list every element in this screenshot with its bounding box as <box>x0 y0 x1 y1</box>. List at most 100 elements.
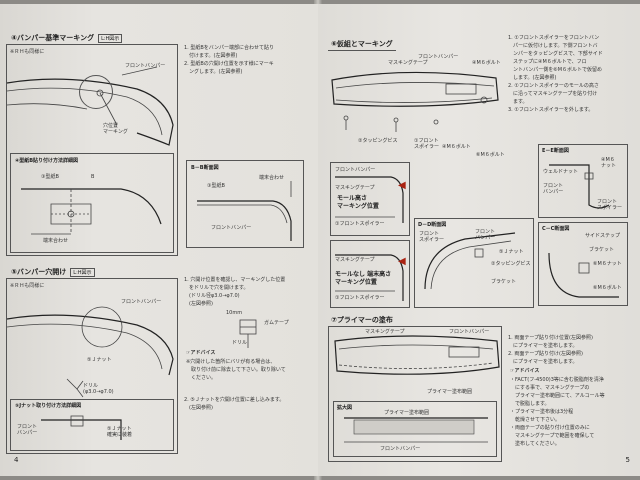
cc-m6-nut-label: ⑥M６ナット <box>593 261 622 267</box>
zoom-title: 拡大図 <box>337 405 353 411</box>
assembly-drawing <box>331 71 499 132</box>
lh-tag: L:H図示 <box>98 34 123 43</box>
drilling-steps: 1. 穴開け位置を確認し、マーキングした位置 をドリルで穴を開けます。 (ドリル… <box>184 277 286 307</box>
fitting-label: 確実に装着 <box>107 432 133 438</box>
primer-area-label: プライマー塗布範囲 <box>427 389 473 395</box>
tape-drill-drawing <box>239 319 257 348</box>
jnut-drawing <box>41 415 122 440</box>
assembly-steps: 1. ①フロントスポイラーをフロントバン パーに仮付けします。下側フロントバ ン… <box>508 35 603 113</box>
mold-none-masking-label: マスキングテープ <box>335 257 375 263</box>
dd-fb-label: フロント <box>475 229 496 235</box>
left-page-number: 4 <box>14 456 19 464</box>
arrow-icon-2: ◀ <box>398 256 406 267</box>
primer-advice-label: ☞アドバイス <box>510 368 540 374</box>
primer-bumper-drawing <box>334 335 500 375</box>
ee-spoiler-label: スポイラー <box>597 205 623 211</box>
spoiler-label-2: スポイラー <box>414 144 440 150</box>
side-step-label: サイドステップ <box>585 233 621 239</box>
template-b-detail: ④型紙B貼り付け方法詳細図 ③型紙B B 端末合わせ <box>10 153 174 253</box>
cc-m6-bolt-label: ⑥M６ボルト <box>593 285 622 291</box>
d-d-section-figure: D－D断面図 フロント スポイラー フロント バンパー ⑤Ｊナット ②タッピング… <box>414 218 534 308</box>
bumper-marking-figure: ※ＲＨも同様に フロントバンパー 穴位置 マーキング ④型紙B貼り付け方法詳細図… <box>6 44 178 256</box>
mold-fs-label: ①フロントスポイラー <box>335 221 385 227</box>
tapping-screw-label: ②タッピングビス <box>358 138 398 144</box>
mold-masking-label: マスキングテープ <box>335 185 375 191</box>
m6-bolt-label: ④M６ボルト <box>472 60 501 66</box>
drill-label-2: ドリル <box>232 340 248 346</box>
mold-none-fs-label: ①フロントスポイラー <box>335 295 385 301</box>
cc-drawing <box>548 252 619 298</box>
ee-drawing <box>549 164 610 209</box>
dd-jnut-label: ⑤Ｊナット <box>499 249 524 255</box>
mold-fb-label: フロントバンパー <box>335 167 376 173</box>
mold-none-drawing <box>335 254 404 301</box>
bumper-drawing <box>6 66 174 146</box>
b-b-section-figure: B－B断面図 ③型紙B 端末合わせ フロントバンパー <box>186 160 304 248</box>
rh-note-2: ※ＲＨも同様に <box>10 283 45 289</box>
primer-zoom-figure: 拡大図 プライマー塗布範囲 フロントバンパー <box>333 401 497 457</box>
primer-masking-label: マスキングテープ <box>365 329 405 335</box>
jnut-detail-title: ⑤Jナット取り付け方法詳細図 <box>15 403 82 409</box>
e-e-section-figure: E－E断面図 ④M６ ナット ウェルドナット フロント バンパー フロント スポ… <box>538 144 628 218</box>
marking-position-label-2: マーキング位置 <box>335 279 377 286</box>
lh-tag-2: L:H図示 <box>70 268 95 277</box>
rh-note: ※ＲＨも同様に <box>10 49 45 55</box>
assembly-marking-title: ⑥仮組とマーキング <box>328 38 396 51</box>
front-bumper-label-2: フロントバンパー <box>121 299 162 305</box>
front-bumper-label-r: フロントバンパー <box>418 54 459 60</box>
primer-area-label-2: プライマー塗布範囲 <box>384 410 430 416</box>
jnut-label: ⑤Ｊナット <box>87 357 112 363</box>
hole-position-label: 穴位置 <box>103 123 119 129</box>
advice-icon: ☞ <box>186 350 191 356</box>
dd-bumper-label: バンパー <box>475 235 496 241</box>
marking-label: マーキング <box>103 129 128 135</box>
front-label: フロント <box>17 424 38 430</box>
drilling-advice: ※穴開けした箇所にバリが有る場合は、 取り付け前に除去して下さい。取り除いて く… <box>186 359 286 381</box>
advice-icon-2: ☞ <box>510 368 515 374</box>
dd-title: D－D断面図 <box>418 222 447 228</box>
ee-bumper-label: バンパー <box>543 189 564 195</box>
mold-none-figure: マスキングテープ モールなし 端末高さ マーキング位置 ①フロントスポイラー <box>330 240 410 308</box>
bumper-label: バンパー <box>17 430 38 436</box>
gum-tape-label: ガムテープ <box>264 320 289 326</box>
detail-title: ④型紙B貼り付け方法詳細図 <box>15 158 79 164</box>
front-bumper-label: フロントバンパー <box>125 63 166 69</box>
advice-label: ☞アドバイス <box>186 350 216 356</box>
ee-front-label: フロント <box>543 183 564 189</box>
primer-figure: マスキングテープ フロントバンパー プライマー塗布範囲 拡大図 プライマー塗布範… <box>328 326 502 462</box>
bb-section-drawing <box>197 181 292 241</box>
bb-bumper-label: フロントバンパー <box>211 225 252 231</box>
masking-tape-label: マスキングテープ <box>388 60 428 66</box>
bb-end-label: 端末合わせ <box>259 175 285 181</box>
dd-drawing <box>424 232 516 290</box>
right-page-number: 5 <box>625 456 630 464</box>
cc-title: C－C断面図 <box>542 226 570 232</box>
ee-title: E－E断面図 <box>542 148 569 154</box>
bumper-drilling-figure: ※ＲＨも同様に フロントバンパー ⑤Ｊナット ドリル (φ3.0→φ7.0) ⑤… <box>6 278 178 454</box>
tape-size-label: 10mm <box>226 310 243 316</box>
nut-label: ナット <box>601 163 617 169</box>
template-b-label: ③型紙B <box>41 174 59 180</box>
dd-bracket-label: ブラケット <box>491 279 517 285</box>
template-b-drawing <box>21 188 162 235</box>
primer-advice: ・FACT(フ-4500)3等に含む脱脂剤を清浄 にする事で、マスキングテープの… <box>510 377 605 447</box>
cc-bracket-label: ブラケット <box>589 247 615 253</box>
welded-nut-label: ウェルドナット <box>543 169 579 175</box>
mold-height-drawing <box>335 176 404 223</box>
dd-spoiler-label: スポイラー <box>419 237 445 243</box>
jnut-detail: ⑤Jナット取り付け方法詳細図 フロント バンパー ⑤Ｊナット 確実に装着 <box>10 399 174 451</box>
end-align-label: 端末合わせ <box>43 238 69 244</box>
drill-size-label: (φ3.0→φ7.0) <box>83 389 114 395</box>
drilling-drawing <box>6 306 174 398</box>
primer-zoom-drawing <box>344 417 488 443</box>
mold-height-label: モール高さ <box>337 195 368 202</box>
jnut-label-2: ⑤Ｊナット <box>107 426 132 432</box>
marking-steps: 1. 型紙Bをバンパー端部に合わせて貼り 付けます。(左図参照) 2. 型紙Bの… <box>184 45 275 75</box>
bb-template-label: ③型紙B <box>207 183 225 189</box>
ee-front-spoiler-label: フロント <box>597 199 618 205</box>
spoiler-label: ①フロント <box>414 138 439 144</box>
c-c-section-figure: C－C断面図 サイドステップ ブラケット ⑥M６ナット ⑥M６ボルト <box>538 222 628 306</box>
mold-none-label: モールなし 端末高さ <box>335 271 392 278</box>
right-page: ⑥仮組とマーキング フロントバンパー マスキングテープ ④M６ボルト ②タッピン… <box>318 4 640 476</box>
